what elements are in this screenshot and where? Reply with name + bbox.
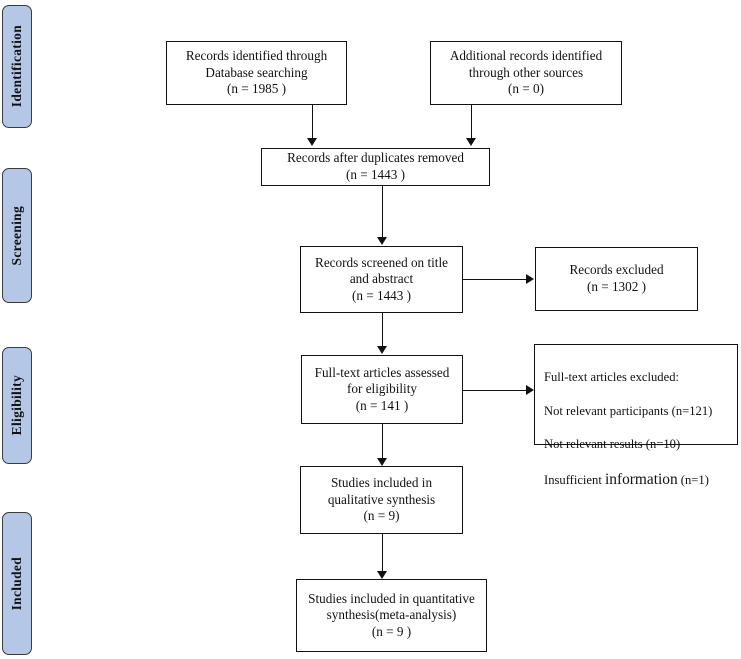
arrow-down-icon: [307, 138, 317, 146]
node-records-excluded: Records excluded (n = 1302 ): [535, 247, 698, 311]
node-fulltext-excluded: Full-text articles excluded: Not relevan…: [534, 344, 738, 488]
stage-label-text: Screening: [9, 205, 24, 266]
connector-duplicates-to-screened: [382, 186, 383, 238]
node-records-screened: Records screened on title and abstract (…: [300, 246, 463, 313]
stage-label-included: Included: [2, 512, 32, 655]
arrow-right-icon: [526, 274, 534, 284]
fulltext-excluded-heading: Full-text articles excluded:: [544, 369, 679, 384]
stage-label-screening: Screening: [2, 168, 32, 303]
node-duplicates-removed: Records after duplicates removed (n = 14…: [261, 148, 490, 186]
node-quantitative-synthesis-text: Studies included in quantitative synthes…: [308, 590, 475, 639]
arrow-down-icon: [377, 346, 387, 354]
connector-screened-to-fulltext: [382, 313, 383, 347]
stage-label-eligibility: Eligibility: [2, 347, 32, 464]
node-duplicates-removed-text: Records after duplicates removed (n = 14…: [287, 150, 464, 182]
node-records-identified-text: Records identified through Database sear…: [185, 48, 328, 97]
fulltext-excluded-reason-information: Insufficient information (n=1): [544, 471, 709, 489]
node-fulltext-excluded-text: Full-text articles excluded: Not relevan…: [535, 345, 718, 508]
connector-screened-to-excluded: [463, 279, 527, 280]
arrow-down-icon: [377, 458, 387, 466]
arrow-down-icon: [377, 571, 387, 579]
node-qualitative-synthesis-text: Studies included in qualitative synthesi…: [327, 475, 436, 524]
connector-qualitative-to-quantitative: [382, 534, 383, 572]
node-additional-records-text: Additional records identified through ot…: [449, 48, 603, 97]
node-fulltext-assessed-text: Full-text articles assessed for eligibil…: [314, 364, 450, 413]
fulltext-excluded-reason-results: Not relevant results (n=10): [544, 437, 681, 452]
node-fulltext-assessed: Full-text articles assessed for eligibil…: [301, 355, 463, 424]
node-records-identified: Records identified through Database sear…: [166, 41, 347, 105]
node-records-screened-text: Records screened on title and abstract (…: [315, 254, 448, 303]
connector-identified-to-duplicates: [312, 105, 313, 139]
arrow-down-icon: [466, 138, 476, 146]
node-additional-records: Additional records identified through ot…: [430, 41, 622, 105]
node-quantitative-synthesis: Studies included in quantitative synthes…: [296, 579, 487, 652]
stage-label-identification: Identification: [2, 5, 32, 128]
node-records-excluded-text: Records excluded (n = 1302 ): [569, 262, 664, 294]
connector-additional-to-duplicates: [471, 105, 472, 139]
node-qualitative-synthesis: Studies included in qualitative synthesi…: [300, 466, 463, 534]
stage-label-text: Included: [9, 556, 24, 611]
connector-fulltext-to-qualitative: [382, 424, 383, 459]
stage-label-text: Identification: [9, 25, 24, 108]
arrow-right-icon: [526, 385, 534, 395]
connector-fulltext-to-excluded: [463, 390, 527, 391]
fulltext-excluded-reason-participants: Not relevant participants (n=121): [544, 403, 713, 418]
stage-label-text: Eligibility: [9, 375, 24, 436]
arrow-down-icon: [377, 237, 387, 245]
